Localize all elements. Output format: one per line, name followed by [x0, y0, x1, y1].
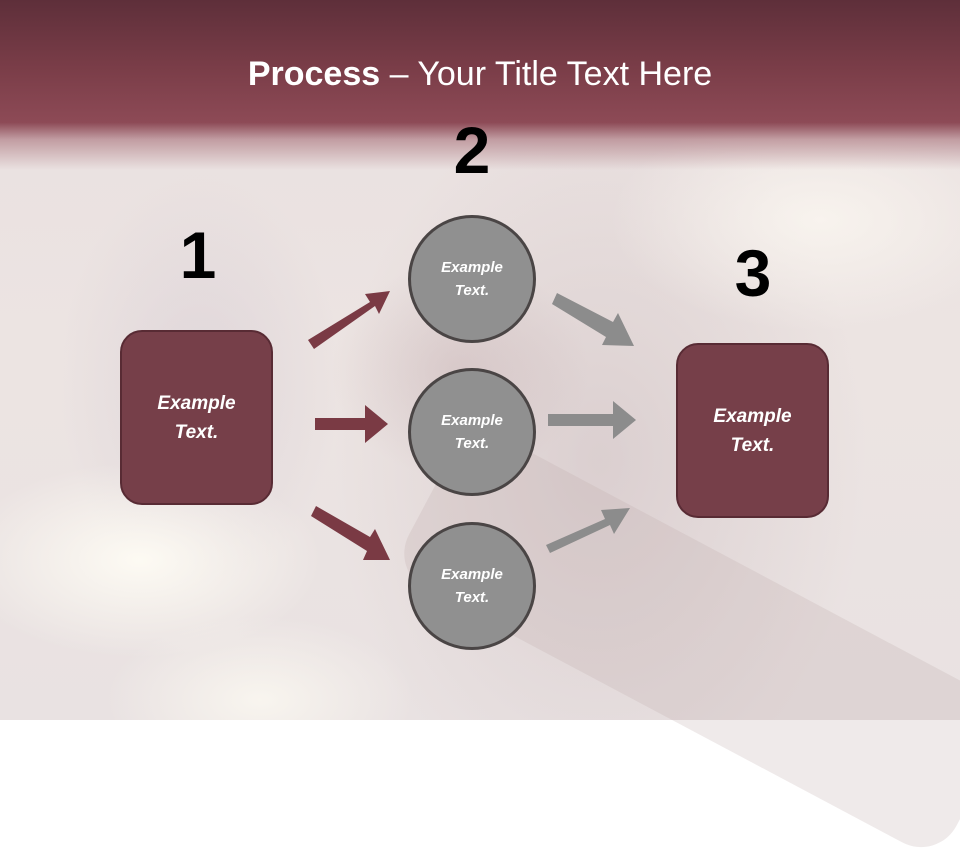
- title-bold: Process: [247, 55, 381, 93]
- circle-top-label: Example Text.: [441, 259, 503, 299]
- step-1-box[interactable]: Example Text.: [120, 330, 273, 505]
- arrow-right-icon: [548, 401, 636, 439]
- connector-arrows: [308, 291, 636, 560]
- step-number-1: 1: [179, 218, 217, 292]
- arrow-up-right-icon: [308, 291, 390, 349]
- step-2-circle-bottom[interactable]: Example Text.: [408, 522, 536, 650]
- title-rest: – Your Title Text Here: [380, 55, 713, 93]
- step-1-label: Example Text.: [157, 392, 236, 443]
- arrow-up-right-icon: [546, 508, 630, 553]
- step-number-2: 2: [453, 113, 491, 187]
- step-number-3: 3: [734, 236, 772, 310]
- arrow-down-right-icon: [311, 506, 390, 560]
- step-3-box[interactable]: Example Text.: [676, 343, 829, 518]
- slide-title: Process – Your Title Text Here: [0, 52, 960, 96]
- arrow-right-icon: [315, 405, 388, 443]
- step-2-circle-middle[interactable]: Example Text.: [408, 368, 536, 496]
- step-3-label: Example Text.: [713, 405, 792, 456]
- circle-bottom-label: Example Text.: [441, 566, 503, 606]
- circle-middle-label: Example Text.: [441, 412, 503, 452]
- title-band: [0, 0, 960, 170]
- step-2-circle-top[interactable]: Example Text.: [408, 215, 536, 343]
- arrow-down-right-icon: [552, 293, 634, 346]
